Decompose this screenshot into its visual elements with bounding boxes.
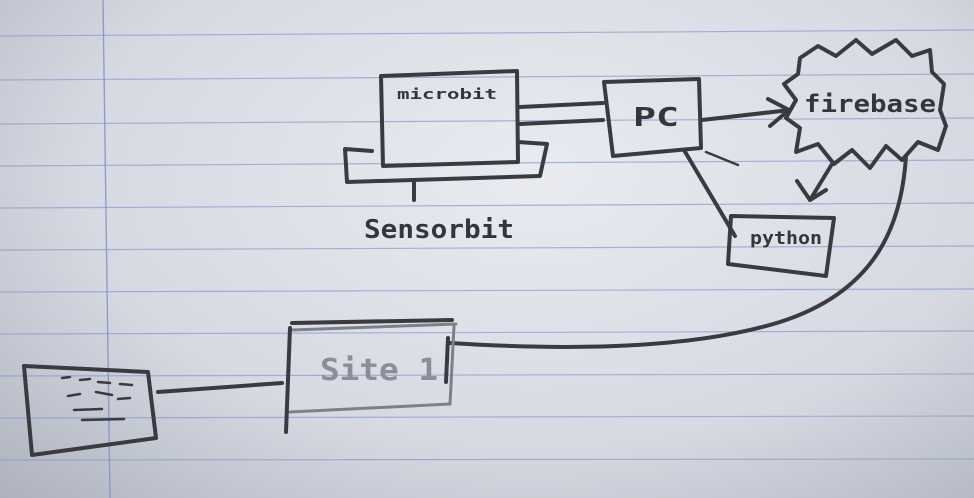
edge-pc-firebase — [700, 97, 792, 167]
edge-device-site — [156, 381, 284, 394]
edge-firebase-site — [448, 154, 908, 349]
margin-line — [102, 0, 111, 498]
microbit-label: microbit — [397, 87, 497, 103]
edge-firebase-python — [795, 162, 834, 202]
firebase-label: firebase — [804, 90, 936, 118]
sensorbit-node: Sensorbit — [343, 140, 549, 245]
device-node — [22, 364, 158, 457]
python-label: python — [750, 228, 822, 249]
site-label: Site 1 — [320, 353, 438, 388]
microbit-node: microbit — [379, 69, 520, 168]
pc-node: PC — [602, 77, 703, 158]
sensorbit-label: Sensorbit — [364, 215, 514, 245]
edge-microbit-pc — [518, 101, 605, 126]
firebase-node: firebase — [782, 38, 948, 170]
edge-pc-python — [682, 148, 737, 238]
pc-label: PC — [633, 103, 679, 133]
python-node: python — [726, 214, 836, 278]
site-node: Site 1 — [284, 318, 458, 434]
ruled-lines — [0, 29, 974, 461]
